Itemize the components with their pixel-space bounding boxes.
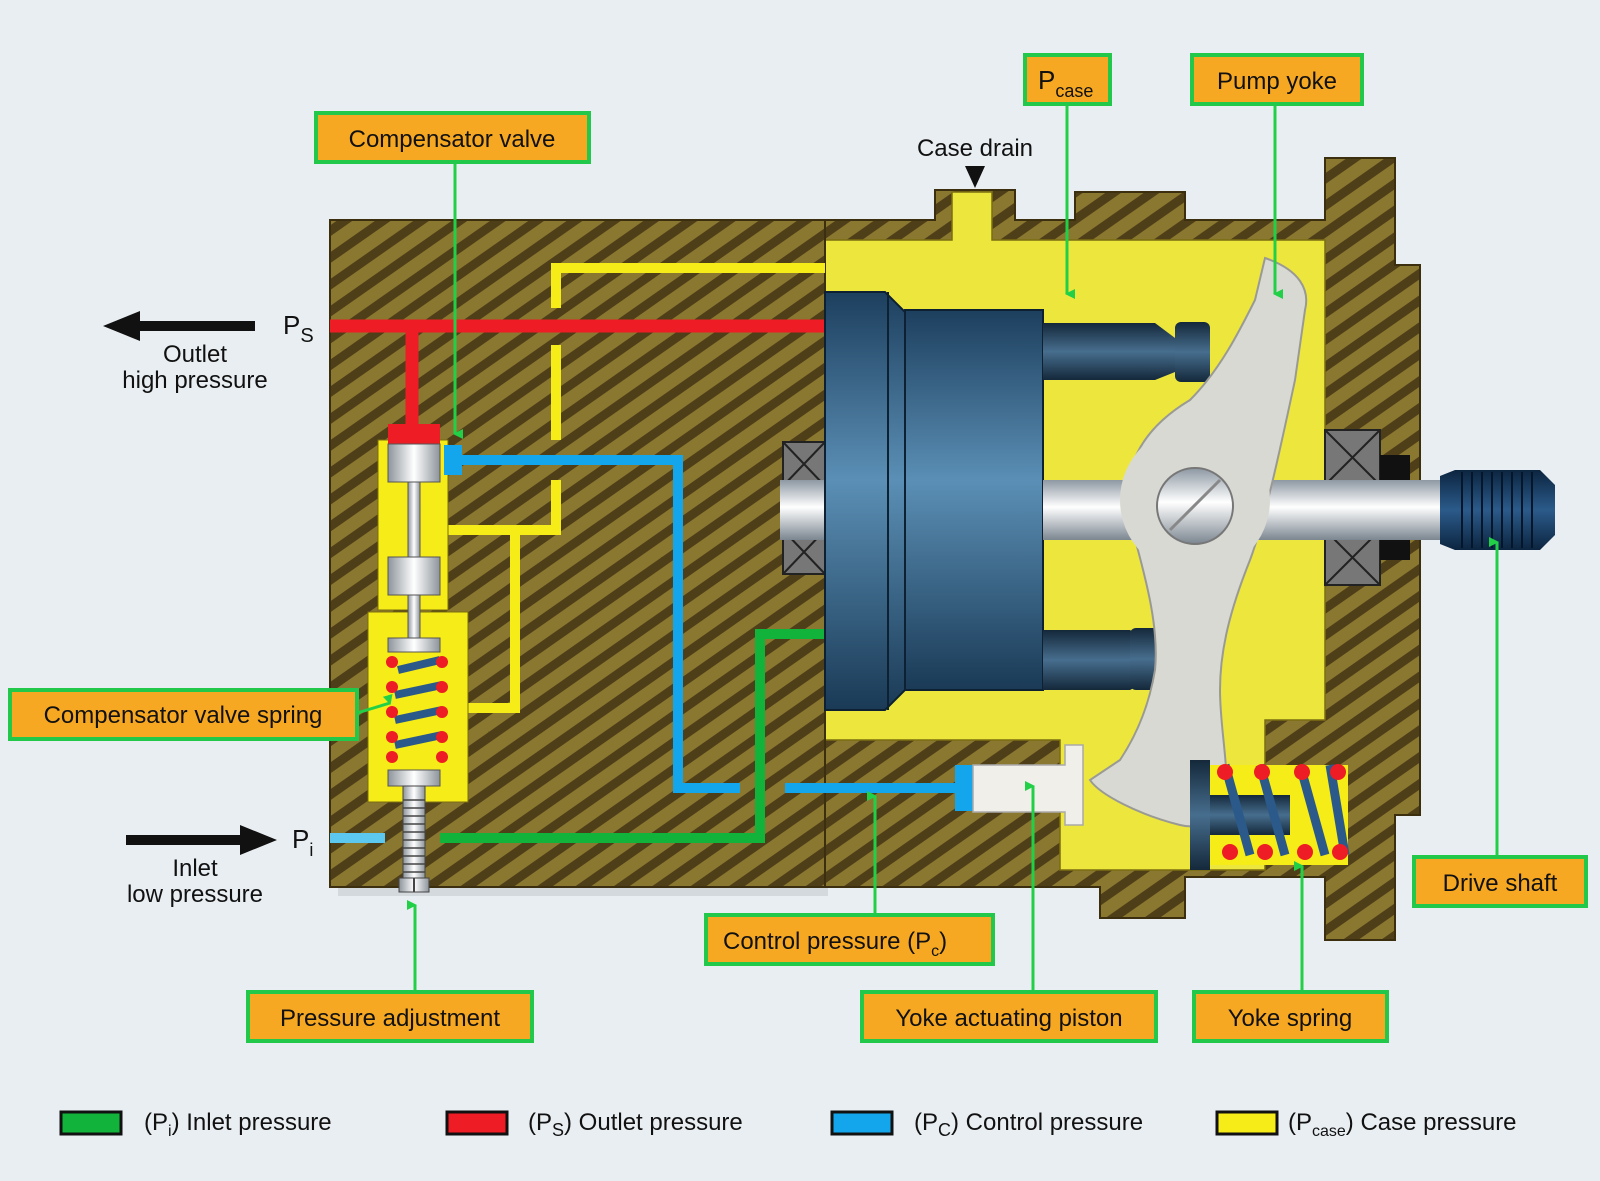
svg-text:(Pcase) Case pressure: (Pcase) Case pressure [1288, 1109, 1517, 1140]
svg-text:Drive shaft: Drive shaft [1443, 870, 1558, 897]
cylinder-block [780, 291, 1044, 711]
compensator-valve [367, 424, 469, 893]
callout-compensator-valve-spring: Compensator valve spring [8, 688, 359, 741]
legend-item-control: (PC) Control pressure [830, 1109, 1143, 1140]
callout-control-pressure: Control pressure (Pc) [704, 913, 995, 966]
svg-text:(PS) Outlet pressure: (PS) Outlet pressure [528, 1109, 743, 1140]
inlet-passage [440, 629, 825, 843]
outlet-arrow-icon [103, 311, 255, 341]
svg-text:Yoke actuating piston: Yoke actuating piston [895, 1005, 1122, 1032]
inlet-sublabel: low pressure [127, 881, 263, 908]
outlet-labels: PS Outlet high pressure [103, 310, 314, 394]
inlet-label: Inlet [172, 855, 218, 882]
callout-p-case: Pcase [1023, 53, 1112, 106]
yoke-spring-assembly [1190, 760, 1350, 870]
case-passage [440, 263, 825, 713]
outlet-sublabel: high pressure [122, 367, 267, 394]
legend-item-outlet: (PS) Outlet pressure [445, 1109, 743, 1140]
compensator-spring [386, 656, 448, 763]
case-drain-arrow-icon [965, 166, 985, 188]
inlet-arrow-icon [126, 825, 277, 855]
callout-pressure-adjustment: Pressure adjustment [246, 990, 534, 1043]
pi-label: Pi [292, 824, 313, 860]
legend: (Pi) Inlet pressure (PS) Outlet pressure… [59, 1109, 1517, 1140]
case-drain-label-group: Case drain [917, 135, 1033, 188]
callout-drive-shaft: Drive shaft [1412, 855, 1588, 908]
case-drain-label: Case drain [917, 135, 1033, 162]
legend-item-inlet: (Pi) Inlet pressure [59, 1109, 332, 1140]
pump-yoke [1088, 256, 1308, 828]
svg-text:Yoke spring: Yoke spring [1228, 1005, 1353, 1032]
svg-text:Compensator valve spring: Compensator valve spring [44, 702, 323, 729]
inlet-labels: Pi Inlet low pressure [126, 824, 313, 908]
callout-compensator-valve: Compensator valve [314, 111, 591, 164]
svg-text:Pressure adjustment: Pressure adjustment [280, 1005, 500, 1032]
callout-pump-yoke: Pump yoke [1190, 53, 1364, 106]
drive-shaft [1043, 470, 1555, 550]
pistons [1043, 322, 1210, 690]
outlet-label: Outlet [163, 341, 227, 368]
svg-text:Control pressure (Pc): Control pressure (Pc) [723, 928, 947, 960]
svg-text:(Pi) Inlet pressure: (Pi) Inlet pressure [144, 1109, 332, 1140]
adjustment-screw [398, 785, 430, 893]
callout-leaders [356, 104, 1499, 992]
svg-text:Pump yoke: Pump yoke [1217, 68, 1337, 95]
svg-text:Pcase: Pcase [1038, 65, 1093, 101]
svg-text:(PC) Control pressure: (PC) Control pressure [914, 1109, 1143, 1140]
svg-text:Compensator valve: Compensator valve [349, 126, 556, 153]
outlet-passage [330, 319, 825, 432]
callout-yoke-spring: Yoke spring [1192, 990, 1389, 1043]
control-passage [447, 455, 955, 793]
legend-item-case: (Pcase) Case pressure [1215, 1109, 1517, 1140]
ps-label: PS [283, 310, 314, 347]
fluid-passages [330, 263, 955, 843]
callout-yoke-actuating-piston: Yoke actuating piston [860, 990, 1158, 1043]
